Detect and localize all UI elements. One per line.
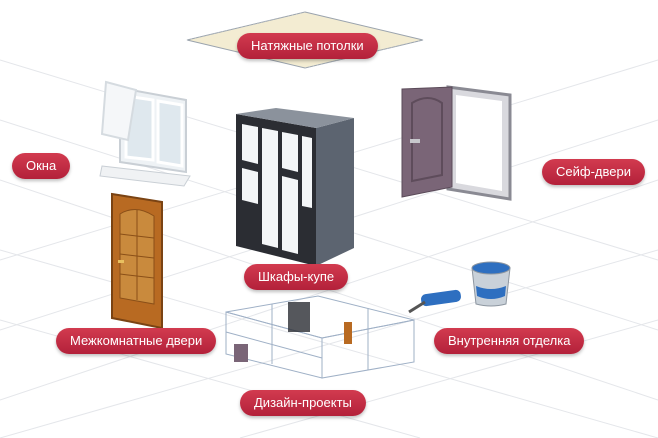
- service-ceilings-button[interactable]: Натяжные потолки: [237, 33, 378, 59]
- paint-roller-icon: [408, 289, 461, 314]
- safe-door-icon: [401, 85, 512, 201]
- wardrobe-icon: [236, 108, 354, 266]
- service-safe-doors-button[interactable]: Сейф-двери: [542, 159, 645, 185]
- service-interior-doors-button[interactable]: Межкомнатные двери: [56, 328, 217, 354]
- floor-plan-icon: [225, 295, 415, 379]
- paint-bucket-icon: [471, 261, 511, 307]
- service-windows-button[interactable]: Окна: [12, 153, 71, 179]
- service-wardrobes-button[interactable]: Шкафы-купе: [244, 264, 349, 290]
- service-finishing-button[interactable]: Внутренняя отделка: [434, 328, 585, 354]
- window-icon: [99, 80, 191, 187]
- service-design-button[interactable]: Дизайн-проекты: [240, 390, 366, 416]
- interior-door-icon: [111, 192, 163, 330]
